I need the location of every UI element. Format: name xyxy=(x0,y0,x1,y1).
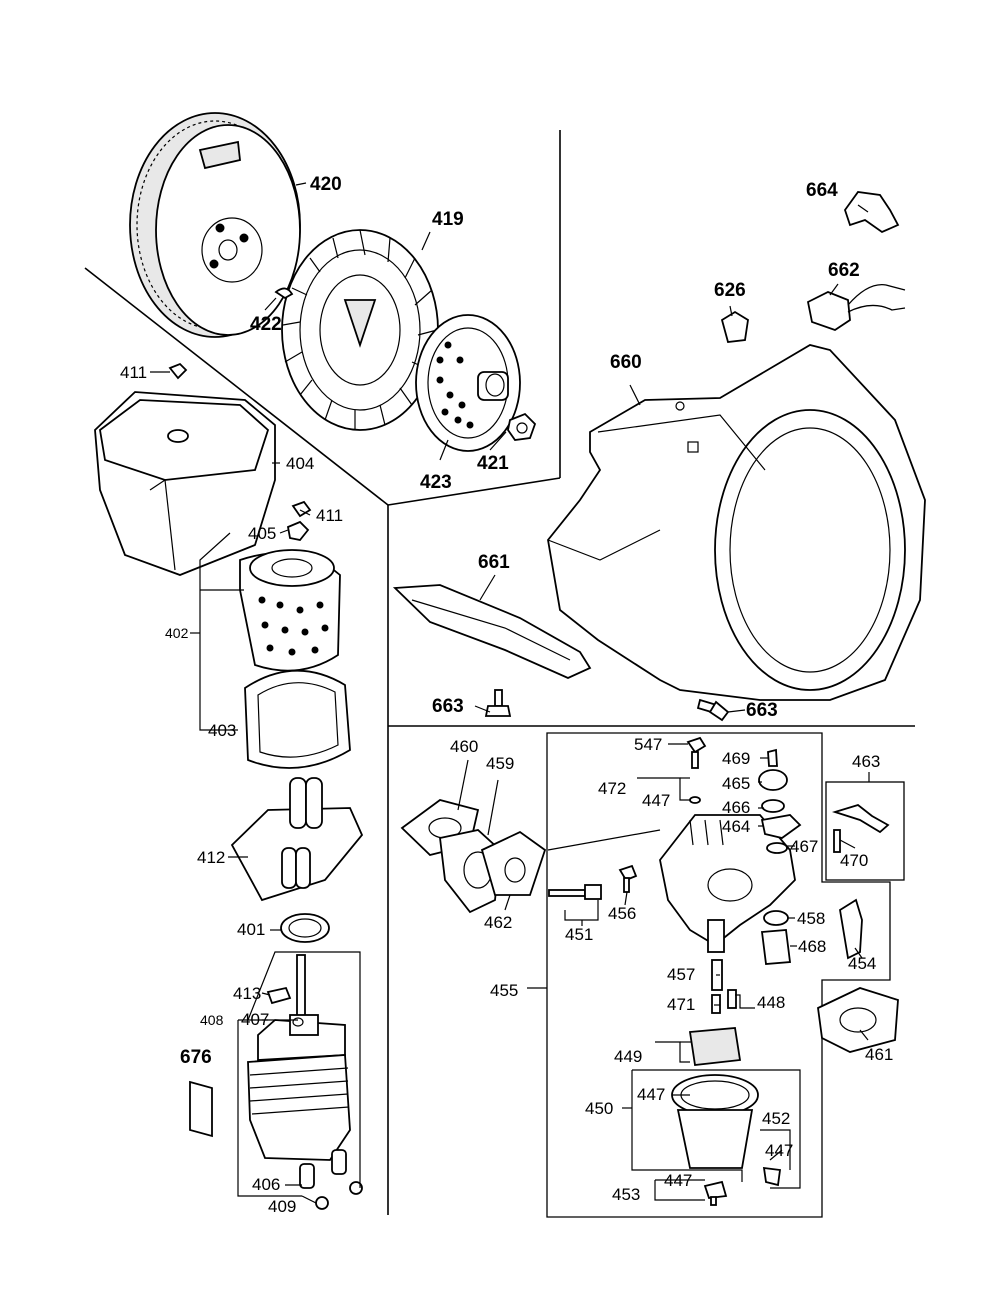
callout-467: 467 xyxy=(790,837,818,856)
gasket-part xyxy=(480,830,547,896)
callout-663-right: 663 xyxy=(746,700,778,721)
grommet-part xyxy=(286,520,310,541)
callout-404: 404 xyxy=(286,454,314,473)
filter-element-part xyxy=(244,669,351,769)
callout-468: 468 xyxy=(798,937,826,956)
callout-408: 408 xyxy=(200,1012,224,1028)
callout-422: 422 xyxy=(250,314,282,335)
callout-447-a: 447 xyxy=(642,791,670,810)
callout-660: 660 xyxy=(610,352,642,373)
callout-420: 420 xyxy=(310,174,342,195)
callout-454: 454 xyxy=(848,954,876,973)
carburetor-body-part xyxy=(659,814,796,953)
callout-463: 463 xyxy=(852,752,880,771)
callout-455: 455 xyxy=(490,981,518,1000)
baffle-part xyxy=(392,584,592,679)
cooling-fan-part xyxy=(281,229,439,431)
callout-458: 458 xyxy=(797,909,825,928)
float-part xyxy=(688,1027,742,1066)
screw-part xyxy=(548,864,638,900)
air-cleaner-cover-part xyxy=(94,391,276,576)
drain-bolt-part xyxy=(703,1166,782,1206)
callout-664: 664 xyxy=(806,180,838,201)
callout-423: 423 xyxy=(420,472,452,493)
callout-448: 448 xyxy=(757,993,785,1012)
callout-407: 407 xyxy=(241,1010,269,1029)
callout-469: 469 xyxy=(722,749,750,768)
callout-452: 452 xyxy=(762,1109,790,1128)
callout-402: 402 xyxy=(165,625,189,641)
callout-406: 406 xyxy=(252,1175,280,1194)
key-part xyxy=(274,287,294,300)
fan-housing-part xyxy=(547,344,926,701)
callout-459: 459 xyxy=(486,754,514,773)
starter-pulley-part xyxy=(415,314,521,452)
small-parts xyxy=(686,736,890,1014)
callout-421: 421 xyxy=(477,453,509,474)
leader-lines xyxy=(150,182,870,1204)
muffler-assembly-part xyxy=(247,954,363,1210)
callout-453: 453 xyxy=(612,1185,640,1204)
callout-462: 462 xyxy=(484,913,512,932)
nut-part xyxy=(507,412,537,441)
tag-part xyxy=(189,1080,213,1138)
air-cleaner-base-part xyxy=(230,777,364,902)
callout-411-bottom: 411 xyxy=(316,506,343,525)
callout-465: 465 xyxy=(722,774,750,793)
callout-450: 450 xyxy=(585,1099,613,1118)
callout-401: 401 xyxy=(237,920,265,939)
callout-447-d: 447 xyxy=(664,1171,692,1190)
callout-661: 661 xyxy=(478,552,510,573)
gasket-part xyxy=(817,987,899,1053)
air-filter-part xyxy=(239,549,341,672)
callout-405: 405 xyxy=(248,524,276,543)
callout-449: 449 xyxy=(614,1047,642,1066)
callout-412: 412 xyxy=(197,848,225,867)
callout-447-b: 447 xyxy=(637,1085,665,1104)
float-bowl-part xyxy=(671,1074,759,1169)
flywheel-part xyxy=(129,112,301,338)
callout-413: 413 xyxy=(233,984,261,1003)
gasket-part xyxy=(280,913,330,943)
callout-456: 456 xyxy=(608,904,636,923)
callout-464: 464 xyxy=(722,817,750,836)
callout-471: 471 xyxy=(667,995,695,1014)
callout-447-c: 447 xyxy=(765,1141,793,1160)
callout-676: 676 xyxy=(180,1047,212,1068)
callout-labels: 420 419 422 423 421 411 404 411 405 402 … xyxy=(120,174,893,1216)
callout-470: 470 xyxy=(840,851,868,870)
callout-403: 403 xyxy=(208,721,236,740)
callout-409: 409 xyxy=(268,1197,296,1216)
callout-472: 472 xyxy=(598,779,626,798)
callout-662: 662 xyxy=(828,260,860,281)
callout-461: 461 xyxy=(865,1045,893,1064)
clip-part xyxy=(844,191,900,234)
callout-547: 547 xyxy=(634,735,662,754)
callout-411-top: 411 xyxy=(120,363,147,382)
carburetor-outline-box xyxy=(546,732,905,1218)
callout-663-left: 663 xyxy=(432,696,464,717)
stop-switch-part xyxy=(806,284,906,331)
callout-466: 466 xyxy=(722,798,750,817)
clamp-part xyxy=(720,310,749,343)
callout-460: 460 xyxy=(450,737,478,756)
callout-626: 626 xyxy=(714,280,746,301)
section-dividers xyxy=(84,130,915,1215)
callout-451: 451 xyxy=(565,925,593,944)
callout-419: 419 xyxy=(432,209,464,230)
bolt-part xyxy=(484,689,730,722)
callout-457: 457 xyxy=(667,965,695,984)
